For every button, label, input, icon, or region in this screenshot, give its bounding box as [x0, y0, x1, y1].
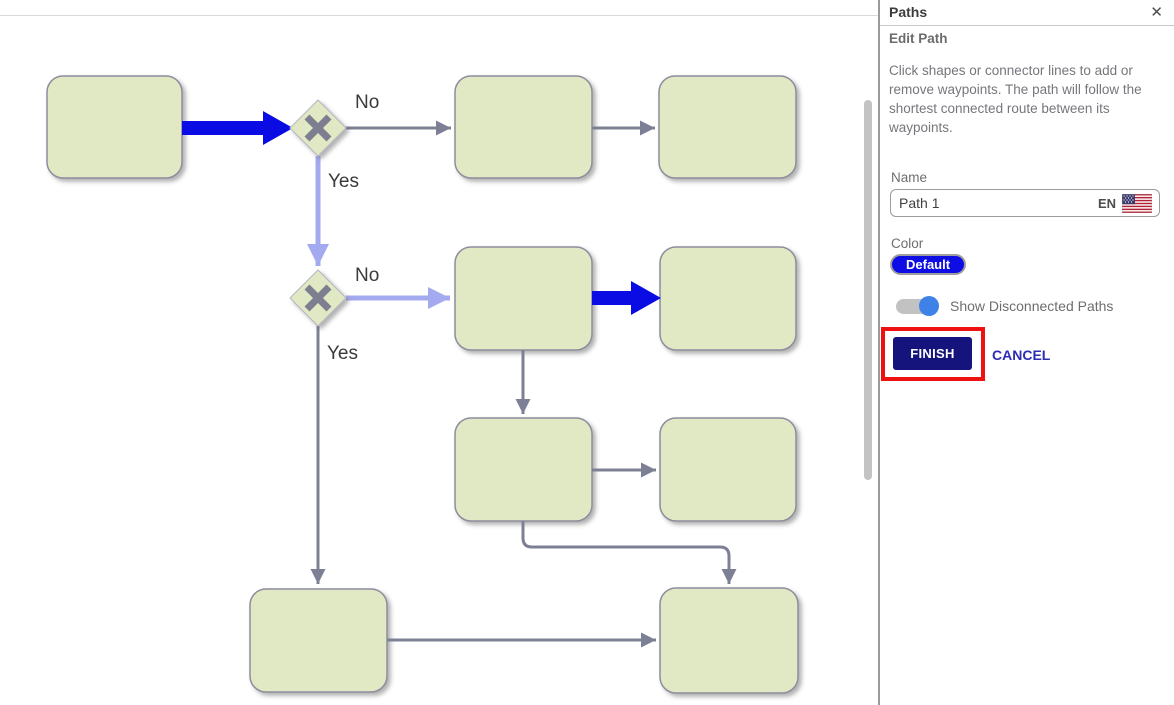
flow-box-row1-right[interactable] — [658, 75, 797, 179]
description-text: Click shapes or connector lines to add o… — [889, 63, 1142, 135]
us-flag-icon — [1122, 193, 1152, 213]
flow-box-row2-mid[interactable] — [454, 246, 593, 351]
gateway-1[interactable] — [289, 99, 347, 157]
flow-box-start[interactable] — [46, 75, 183, 179]
canvas-scrollbar-thumb[interactable] — [864, 100, 872, 480]
cancel-link[interactable]: CANCEL — [992, 347, 1051, 363]
name-input[interactable] — [891, 195, 1098, 211]
close-icon[interactable]: ✕ — [1150, 4, 1163, 21]
section-title: Edit Path — [889, 31, 948, 46]
flow-box-row3-right[interactable] — [659, 417, 797, 522]
show-disconnected-toggle[interactable] — [896, 296, 939, 316]
color-label: Color — [891, 236, 924, 251]
panel-header: Paths ✕ — [880, 0, 1174, 26]
toggle-label: Show Disconnected Paths — [950, 297, 1114, 314]
diagram-canvas[interactable]: No Yes No Yes — [0, 0, 879, 705]
label-yes-2: Yes — [327, 343, 358, 364]
label-no-2: No — [355, 265, 379, 286]
flow-box-row2-right[interactable] — [659, 246, 797, 351]
toggle-knob — [919, 296, 939, 316]
connector-elbow[interactable] — [521, 521, 737, 584]
flow-box-row3-mid[interactable] — [454, 417, 593, 522]
label-no-1: No — [355, 92, 379, 113]
color-default-button[interactable]: Default — [890, 254, 967, 275]
flowchart: No Yes No Yes — [46, 75, 799, 694]
name-label: Name — [891, 170, 928, 185]
connector-selected-start[interactable] — [182, 111, 293, 145]
label-yes-1: Yes — [328, 171, 359, 192]
name-input-group: EN — [890, 189, 1160, 217]
flow-box-bottom-right[interactable] — [659, 587, 799, 694]
flow-box-bottom-left[interactable] — [249, 588, 388, 693]
canvas-border — [0, 15, 879, 16]
toggle-row: Show Disconnected Paths — [896, 296, 1114, 316]
paths-panel: Paths ✕ Edit Path Click shapes or connec… — [878, 0, 1174, 705]
flow-box-row1-mid[interactable] — [454, 75, 593, 179]
language-code: EN — [1097, 195, 1116, 211]
connector-selected-row2[interactable] — [592, 281, 661, 315]
gateway-2[interactable] — [289, 269, 347, 327]
panel-title: Paths — [889, 4, 928, 20]
finish-button[interactable]: FINISH — [893, 337, 972, 370]
